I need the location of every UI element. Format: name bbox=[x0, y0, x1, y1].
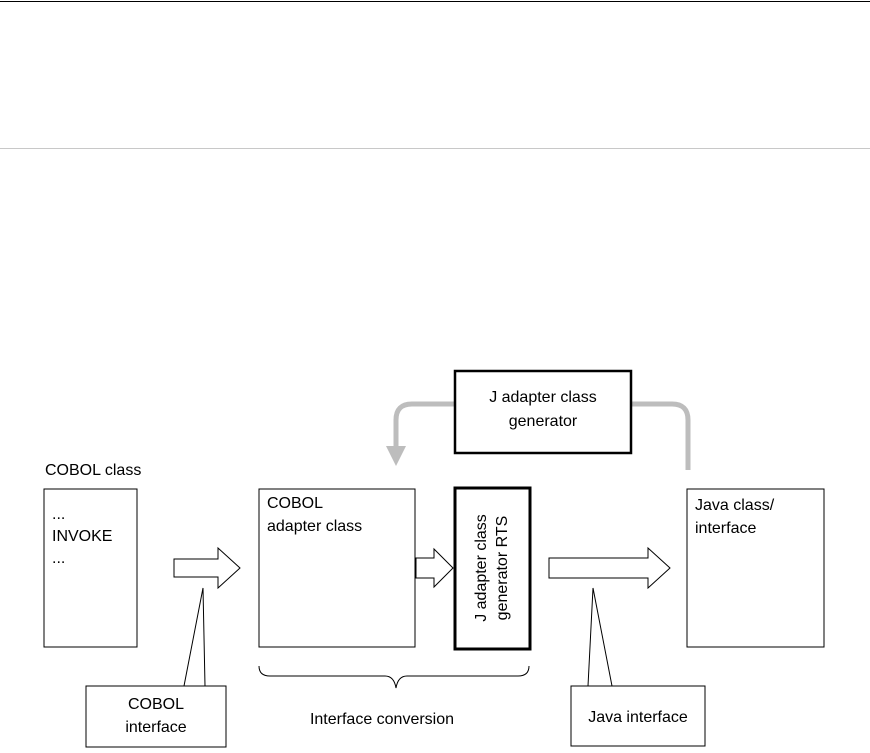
feedback-arrow-right bbox=[632, 404, 688, 470]
cobol-interface-pointer bbox=[184, 588, 205, 686]
j-adapter-rts-box bbox=[455, 488, 530, 649]
arrow-cobol-to-adapter bbox=[174, 548, 240, 588]
feedback-arrow-left bbox=[396, 404, 454, 448]
arrow-adapter-to-rts bbox=[416, 549, 453, 587]
java-class-line-2: interface bbox=[695, 520, 756, 537]
interface-conversion-label: Interface conversion bbox=[310, 711, 454, 728]
java-class-line-1: Java class/ bbox=[695, 497, 775, 514]
cobol-class-line-3: ... bbox=[52, 550, 65, 567]
rts-label-line-1: J adapter class bbox=[473, 514, 490, 622]
cobol-class-line-2: INVOKE bbox=[52, 528, 112, 545]
generator-label-line-1: J adapter class bbox=[489, 389, 597, 406]
java-interface-label: Java interface bbox=[588, 709, 688, 726]
generator-label-line-2: generator bbox=[509, 413, 578, 430]
j-adapter-generator-box bbox=[455, 371, 631, 453]
arrow-rts-to-java bbox=[549, 548, 670, 588]
cobol-adapter-line-1: COBOL bbox=[267, 495, 323, 512]
feedback-arrowhead bbox=[386, 446, 406, 466]
rts-label-line-2: generator RTS bbox=[494, 516, 511, 621]
cobol-adapter-box bbox=[259, 489, 415, 647]
java-interface-pointer bbox=[588, 588, 612, 686]
cobol-interface-line-2: interface bbox=[125, 719, 186, 736]
cobol-adapter-line-2: adapter class bbox=[267, 518, 362, 535]
cobol-class-title: COBOL class bbox=[45, 462, 141, 479]
cobol-interface-line-1: COBOL bbox=[128, 696, 184, 713]
interface-conversion-brace bbox=[259, 666, 529, 688]
cobol-class-line-1: ... bbox=[52, 506, 65, 523]
